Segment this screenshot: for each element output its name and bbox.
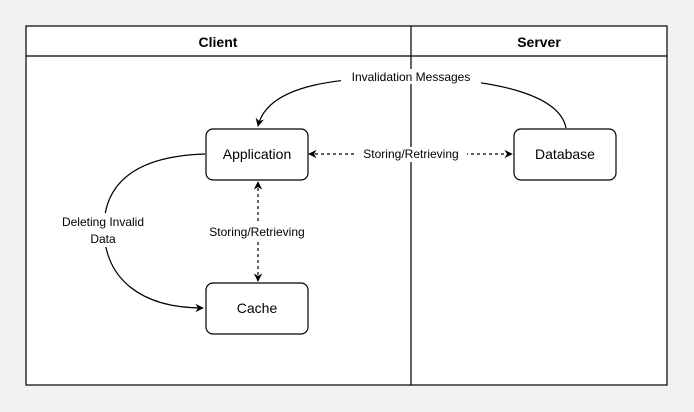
node-application-label: Application bbox=[223, 146, 292, 162]
edge-label-bg-deleting bbox=[54, 213, 154, 247]
node-application[interactable]: Application bbox=[205, 128, 309, 181]
node-database-label: Database bbox=[535, 146, 595, 162]
swimlane-pool bbox=[25, 25, 668, 386]
node-cache-label: Cache bbox=[237, 300, 278, 316]
node-cache[interactable]: Cache bbox=[205, 282, 309, 335]
node-cache-box bbox=[205, 282, 309, 335]
edge-label-bg-invalidation bbox=[341, 69, 481, 84]
edge-label-bg-app-cache bbox=[200, 224, 315, 239]
node-database[interactable]: Database bbox=[513, 128, 617, 181]
edge-label-bg-app-db bbox=[354, 147, 467, 162]
edge-label-invalidation-messages: Invalidation Messages bbox=[352, 70, 471, 84]
lane-title-client: Client bbox=[199, 34, 238, 50]
edge-label-deleting-line1: Deleting Invalid bbox=[62, 215, 144, 229]
edge-label-deleting-line2: Data bbox=[90, 232, 116, 246]
node-database-box bbox=[513, 128, 617, 181]
edge-label-app-database: Storing/Retrieving bbox=[363, 147, 458, 161]
lane-title-server: Server bbox=[517, 34, 561, 50]
node-application-box bbox=[205, 128, 309, 181]
edge-label-app-cache: Storing/Retrieving bbox=[209, 225, 304, 239]
